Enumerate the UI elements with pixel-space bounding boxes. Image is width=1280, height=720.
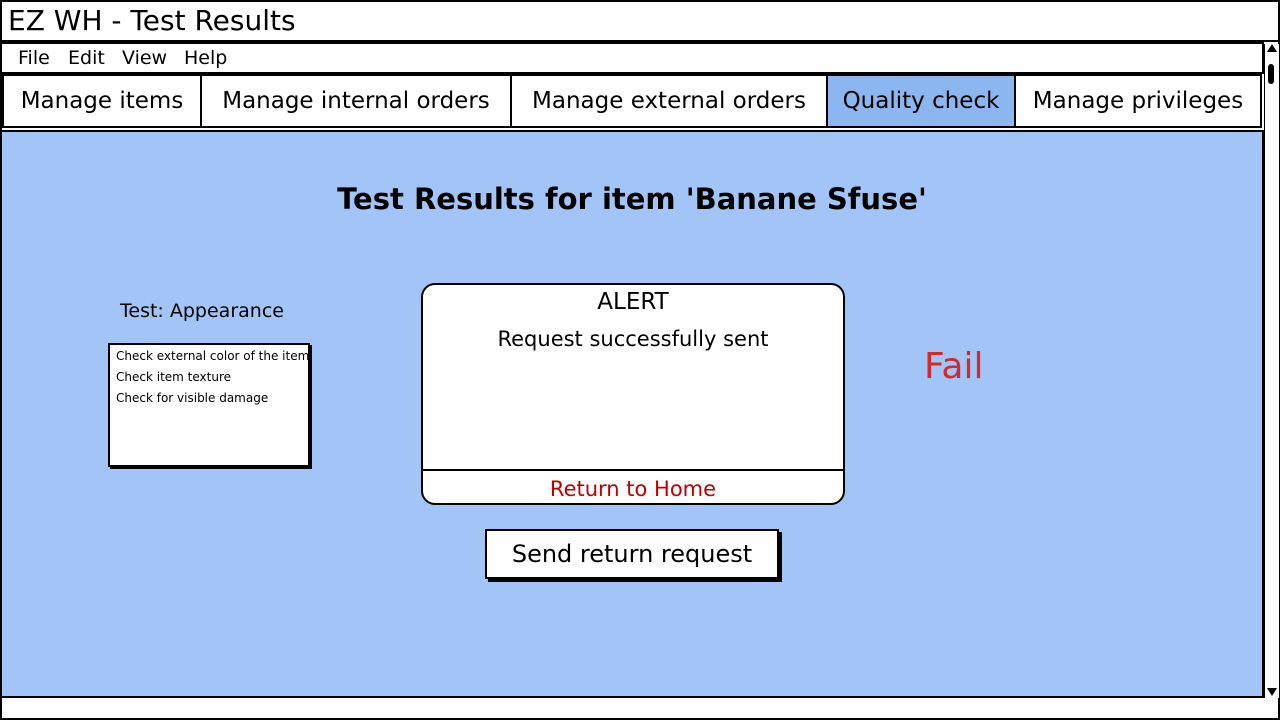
send-return-request-button[interactable]: Send return request bbox=[485, 529, 779, 579]
tab-manage-privileges[interactable]: Manage privileges bbox=[1014, 74, 1262, 128]
title-bar: EZ WH - Test Results bbox=[2, 2, 1278, 42]
tab-bar: Manage items Manage internal orders Mana… bbox=[2, 74, 1262, 130]
page-title: Test Results for item 'Banane Sfuse' bbox=[337, 182, 927, 216]
menu-file[interactable]: File bbox=[18, 47, 50, 69]
tab-quality-check[interactable]: Quality check bbox=[826, 74, 1016, 128]
test-name-label: Test: Appearance bbox=[120, 300, 284, 322]
alert-title: ALERT bbox=[597, 289, 669, 315]
test-checklist: Check external color of the item Check i… bbox=[108, 343, 310, 467]
alert-message: Request successfully sent bbox=[497, 327, 769, 351]
alert-dialog: ALERT Request successfully sent Return t… bbox=[421, 283, 845, 505]
checklist-item: Check external color of the item bbox=[116, 349, 310, 363]
test-result-status: Fail bbox=[924, 346, 984, 387]
status-bar bbox=[2, 698, 1278, 718]
menu-bar: File Edit View Help bbox=[2, 42, 1264, 74]
tab-manage-external-orders[interactable]: Manage external orders bbox=[510, 74, 828, 128]
menu-help[interactable]: Help bbox=[184, 47, 228, 69]
checklist-item: Check item texture bbox=[116, 370, 231, 384]
menu-view[interactable]: View bbox=[122, 47, 168, 69]
checklist-item: Check for visible damage bbox=[116, 391, 269, 405]
tab-manage-items[interactable]: Manage items bbox=[2, 74, 202, 128]
vertical-scrollbar[interactable] bbox=[1264, 44, 1279, 698]
tab-manage-internal-orders[interactable]: Manage internal orders bbox=[200, 74, 512, 128]
scroll-down-arrow-icon[interactable] bbox=[1267, 688, 1277, 696]
scroll-thumb[interactable] bbox=[1268, 64, 1274, 84]
content-panel: Test Results for item 'Banane Sfuse' Tes… bbox=[2, 130, 1264, 698]
menu-edit[interactable]: Edit bbox=[68, 47, 105, 69]
window-title: EZ WH - Test Results bbox=[8, 4, 296, 37]
alert-divider bbox=[423, 469, 843, 471]
scroll-up-arrow-icon[interactable] bbox=[1267, 44, 1277, 52]
return-to-home-link[interactable]: Return to Home bbox=[549, 477, 717, 501]
